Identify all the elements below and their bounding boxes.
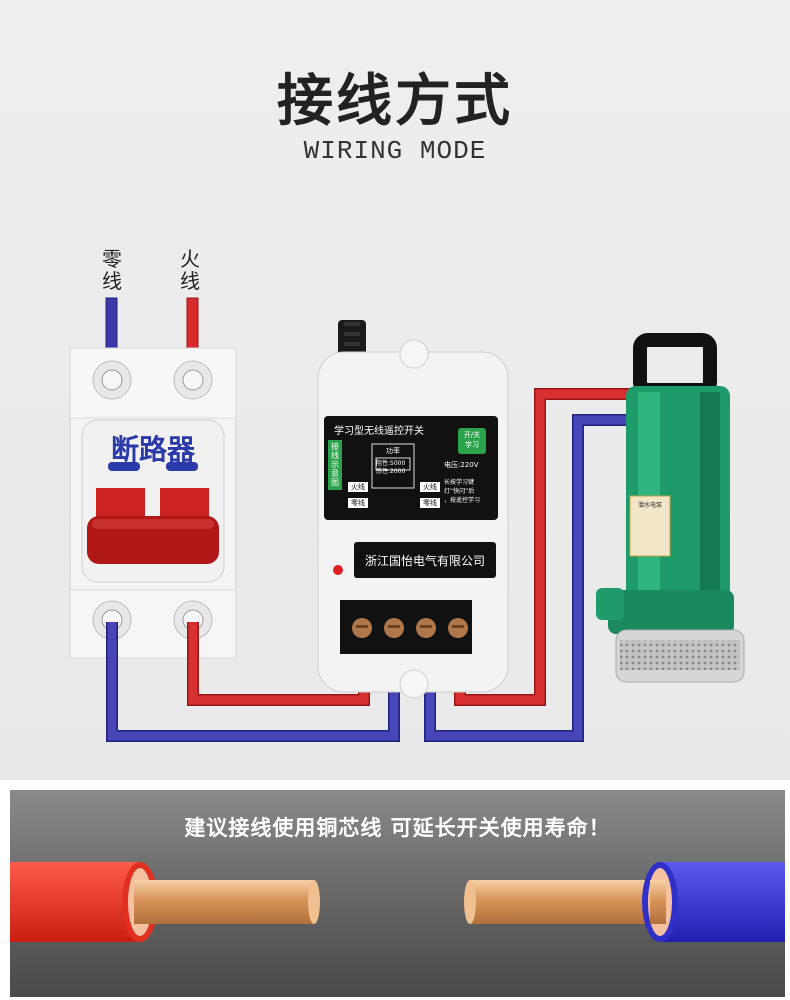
company-name: 浙江国怡电气有限公司 xyxy=(364,554,485,568)
pump-nameplate-label: 潜水电泵 xyxy=(637,502,662,509)
red-cable xyxy=(10,862,320,942)
neutral-out-label: 零线 xyxy=(423,499,437,507)
breaker-label: 断路器 xyxy=(110,433,195,466)
controller-side-label: 接线示意图 xyxy=(331,442,339,487)
controller-label-panel xyxy=(324,416,498,520)
copper-wire-tip: 建议接线使用铜芯线 可延长开关使用寿命！ xyxy=(184,816,611,840)
pump-nameplate xyxy=(629,495,671,557)
power-resistive: 阻性:5000 xyxy=(376,460,406,467)
red-cable-copper-core xyxy=(134,880,314,924)
power-title: 功率 xyxy=(386,447,400,455)
live-out-label: 火线 xyxy=(423,483,437,491)
water-pump xyxy=(596,333,745,683)
learn-instructions: 长按学习键灯“快闪”后，按遥控学习 xyxy=(444,479,481,504)
live-wire-label: 火线 xyxy=(180,247,200,293)
breaker xyxy=(69,347,237,659)
status-led xyxy=(333,565,343,575)
power-inductive: 感性:2000 xyxy=(376,468,406,475)
learn-button-label: 开/关学习 xyxy=(463,431,481,449)
voltage-label: 电压:220V xyxy=(444,461,479,469)
neutral-in-label: 零线 xyxy=(351,499,365,507)
company-panel xyxy=(354,542,496,578)
controller-title: 学习型无线遥控开关 xyxy=(334,426,424,437)
blue-cable-copper-core xyxy=(470,880,660,924)
page-title: 接线方式 xyxy=(277,69,513,134)
neutral-wire-label: 零线 xyxy=(102,247,122,293)
live-in-label: 火线 xyxy=(351,483,365,491)
remote-controller xyxy=(317,320,509,699)
blue-cable xyxy=(464,862,785,942)
page-subtitle: WIRING MODE xyxy=(303,136,487,166)
wiring-diagram xyxy=(69,297,745,742)
